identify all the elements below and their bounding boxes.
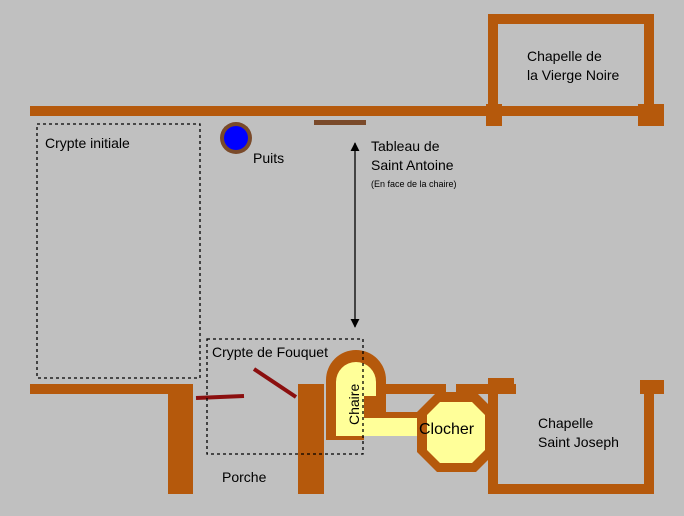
porche-label: Porche <box>222 469 267 485</box>
crypte-fouquet-outline <box>206 338 364 455</box>
crypte-initiale-outline <box>36 123 201 379</box>
crypte-fouquet-label: Crypte de Fouquet <box>212 344 328 360</box>
well-icon <box>220 122 252 154</box>
south-wall-west <box>30 384 193 494</box>
chapelle-vierge-noire-label-line2: la Vierge Noire <box>527 67 620 83</box>
chapelle-saint-joseph-label-line2: Saint Joseph <box>538 434 619 450</box>
pulpit-structure <box>298 350 446 494</box>
door-porch <box>252 367 298 399</box>
chaire-label: Chaire <box>346 384 362 425</box>
south-wall-east <box>456 378 664 494</box>
tableau-label-line2: Saint Antoine <box>371 157 454 173</box>
tableau-note: (En face de la chaire) <box>371 179 457 189</box>
puits-label: Puits <box>253 150 284 166</box>
tableau-label-line1: Tableau de <box>371 138 440 154</box>
chapelle-vierge-noire-label-line1: Chapelle de <box>527 48 602 64</box>
tableau-marker <box>314 120 366 125</box>
chapelle-saint-joseph-label-line1: Chapelle <box>538 415 593 431</box>
north-wall <box>30 14 664 126</box>
bell-tower <box>417 392 496 472</box>
crypte-initiale-label: Crypte initiale <box>45 135 130 151</box>
door-west <box>195 394 245 400</box>
clocher-label: Clocher <box>419 421 475 438</box>
